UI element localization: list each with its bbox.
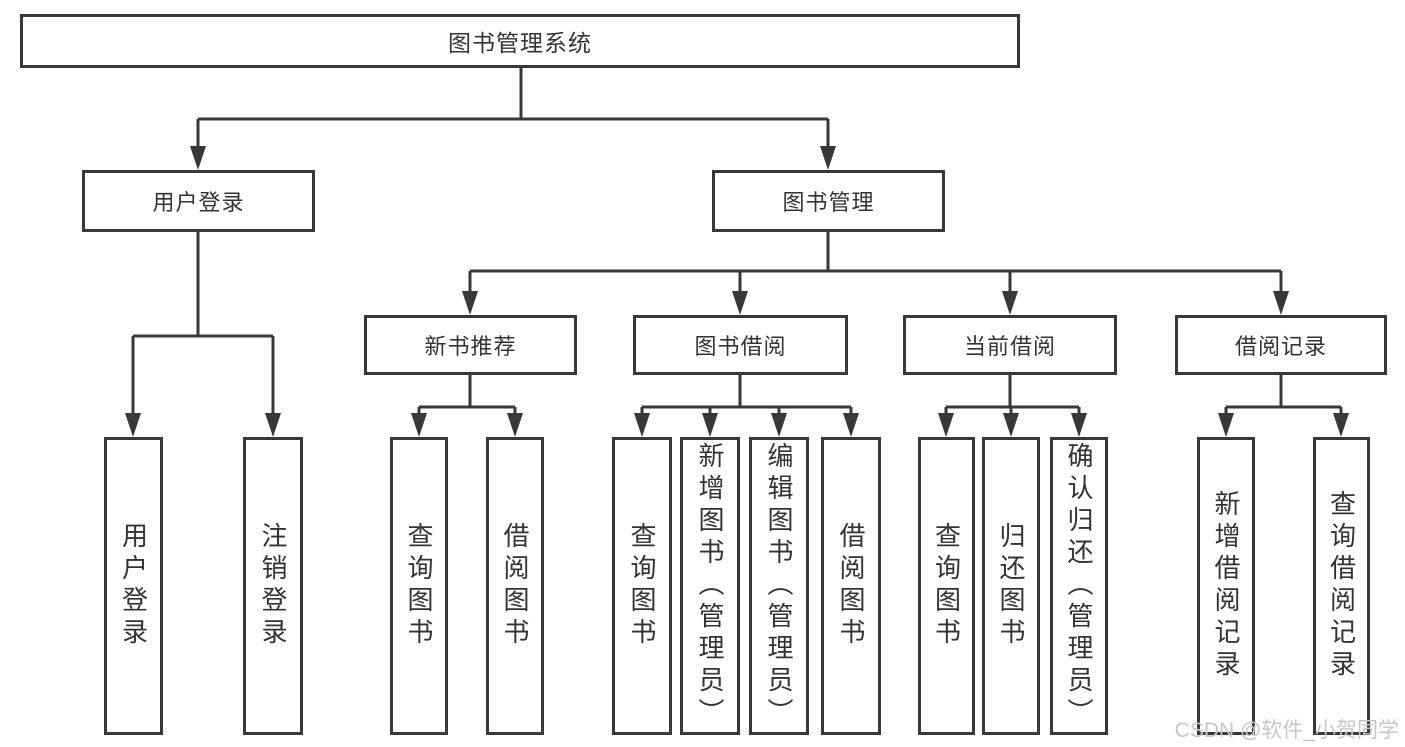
arrow-down-icon [265,413,281,437]
arrow-down-icon [843,413,859,437]
arrow-down-icon [820,146,836,170]
leaf-borrow-borrow-label: 借阅图书 [836,522,866,650]
leaf-user-login-label: 用户登录 [118,522,149,650]
arrow-down-icon [1002,291,1018,315]
leaf-logout-label: 注销登录 [258,522,288,650]
leaf-borrow-edit-label: 编辑图书（管理员） [764,442,794,730]
leaf-borrow-query-label: 查询图书 [627,522,657,650]
node-user-login-label: 用户登录 [152,190,245,215]
leaf-current-confirm-return: 确认归还（管理员） [1050,437,1108,735]
leaf-current-return-label: 归还图书 [996,522,1026,650]
leaf-newbooks-borrow-label: 借阅图书 [500,522,530,650]
leaf-newbooks-query: 查询图书 [390,437,448,735]
arrow-down-icon [634,413,650,437]
arrow-down-icon [1071,413,1087,437]
watermark: CSDN @软件_小贺同学 [1174,719,1399,742]
leaf-user-login: 用户登录 [104,437,163,735]
arrow-down-icon [1333,413,1349,437]
arrow-down-icon [411,413,427,437]
node-borrow-records: 借阅记录 [1175,315,1387,375]
leaf-borrow-borrow: 借阅图书 [821,437,881,735]
arrow-down-icon [702,413,718,437]
node-root: 图书管理系统 [20,14,1020,68]
leaf-records-add-label: 新增借阅记录 [1211,490,1241,682]
arrowheads [125,146,1349,437]
node-book-management-label: 图书管理 [782,190,875,215]
leaf-logout: 注销登录 [243,437,303,735]
node-borrow-records-label: 借阅记录 [1234,334,1327,359]
leaf-borrow-edit: 编辑图书（管理员） [749,437,809,735]
leaf-current-return: 归还图书 [982,437,1040,735]
node-new-book-recommend-label: 新书推荐 [424,334,517,359]
node-current-borrow: 当前借阅 [903,315,1117,375]
arrow-down-icon [190,146,206,170]
arrow-down-icon [1273,291,1289,315]
arrow-down-icon [1003,413,1019,437]
leaf-borrow-query: 查询图书 [612,437,672,735]
leaf-borrow-add: 新增图书（管理员） [680,437,740,735]
node-book-borrow: 图书借阅 [633,315,848,375]
leaf-current-query: 查询图书 [918,437,975,735]
leaf-newbooks-borrow: 借阅图书 [486,437,544,735]
node-book-borrow-label: 图书借阅 [694,334,787,359]
node-root-label: 图书管理系统 [448,30,592,56]
leaf-records-query: 查询借阅记录 [1313,437,1370,735]
arrow-down-icon [462,291,478,315]
leaf-current-confirm-return-label: 确认归还（管理员） [1064,442,1094,730]
arrow-down-icon [125,413,141,437]
leaf-records-add: 新增借阅记录 [1197,437,1255,735]
arrow-down-icon [938,413,954,437]
node-user-login: 用户登录 [82,170,315,232]
arrow-down-icon [771,413,787,437]
arrow-down-icon [507,413,523,437]
node-current-borrow-label: 当前借阅 [963,334,1056,359]
arrow-down-icon [1218,413,1234,437]
leaf-records-query-label: 查询借阅记录 [1326,490,1357,682]
arrow-down-icon [732,291,748,315]
node-new-book-recommend: 新书推荐 [364,315,577,375]
leaf-current-query-label: 查询图书 [931,522,962,650]
leaf-borrow-add-label: 新增图书（管理员） [695,442,725,730]
node-book-management: 图书管理 [712,170,945,232]
leaf-newbooks-query-label: 查询图书 [404,522,434,650]
